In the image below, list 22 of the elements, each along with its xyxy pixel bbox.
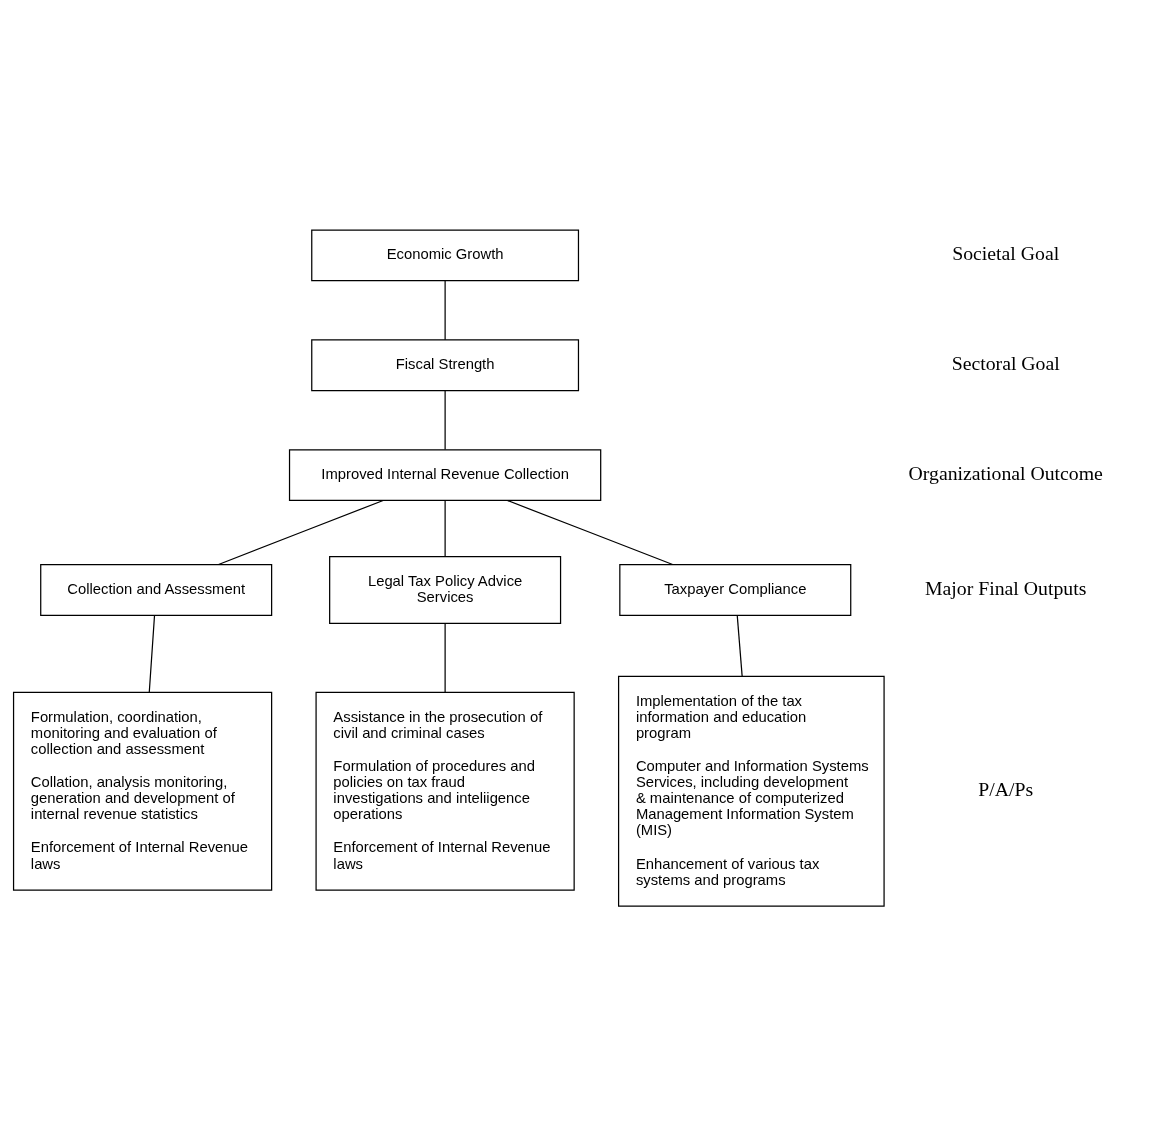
label: Major Final Outputs	[925, 576, 1087, 599]
connector	[444, 622, 446, 693]
node-box: Implementation of the tax information and education program Computer and Information Systems Services, including development & maintenance of computerized Management Information System (MIS) Enhancement of various tax systems and programs	[618, 675, 885, 907]
connector	[444, 280, 446, 341]
label: Societal Goal	[952, 242, 1060, 265]
connector	[148, 614, 156, 693]
label: P/A/Ps	[978, 777, 1034, 800]
node-box: Collection and Assessment	[40, 564, 273, 616]
node-box: Formulation, coordination, monitoring and evaluation of collection and assessment Collation, analysis monitoring, generation and development of internal revenue statistics Enforcement of Internal Revenue laws	[12, 691, 273, 891]
node-box: Legal Tax Policy Advice Services	[329, 556, 562, 624]
label: Organizational Outcome	[908, 461, 1103, 484]
connector	[444, 390, 446, 451]
connector	[444, 500, 446, 557]
node-box: Assistance in the prosecution of civil and criminal cases Formulation of procedures and policies on tax fraud investigations and inteliigence operations Enforcement of Internal Revenue laws	[315, 691, 575, 891]
connector	[736, 614, 743, 677]
node-box: Economic Growth	[311, 229, 580, 282]
connector	[506, 499, 674, 566]
node-box: Taxpayer Compliance	[619, 564, 852, 616]
label: Sectoral Goal	[951, 351, 1060, 374]
node-box: Improved Internal Revenue Collection	[288, 449, 602, 502]
connector	[217, 499, 384, 566]
node-box: Fiscal Strength	[311, 339, 580, 392]
